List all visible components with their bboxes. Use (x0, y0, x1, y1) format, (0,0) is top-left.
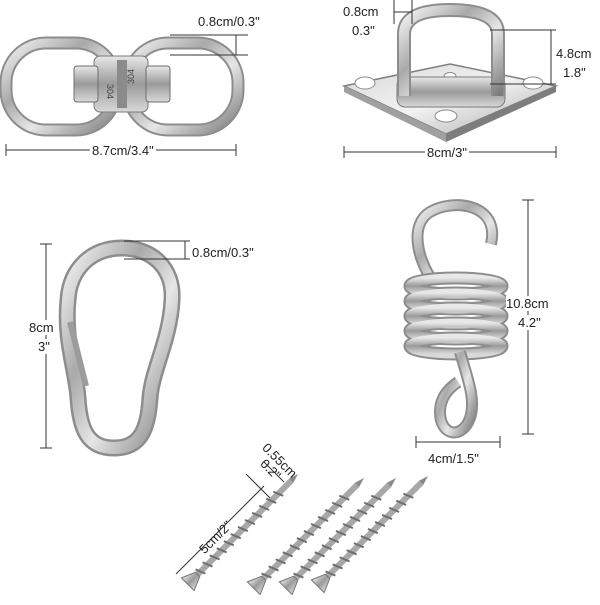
carabiner-thickness-label: 0.8cm/0.3" (192, 245, 254, 260)
screws (180, 473, 429, 596)
pad-eye-height-in-label: 1.8" (563, 65, 586, 80)
spring-hook (403, 199, 509, 439)
swivel-thickness-label: 0.8cm/0.3" (198, 14, 260, 29)
carabiner-length-in-label: 3" (38, 339, 50, 354)
pad-eye-dimension-lines (343, 0, 557, 158)
pad-eye-width-label: 8cm/3" (425, 145, 470, 160)
pad-eye-thickness-in-label: 0.3" (352, 23, 375, 38)
swivel-hook: 304 304 (0, 36, 245, 137)
swivel-length-label: 8.7cm/3.4" (90, 143, 156, 158)
spring-width-label: 4cm/1.5" (428, 451, 479, 466)
swivel-marking-2: 304 (126, 69, 136, 84)
swivel-marking: 304 (105, 84, 115, 99)
pad-eye-plate (341, 2, 559, 142)
carabiner-length-cm-label: 8cm (29, 320, 54, 335)
pad-eye-thickness-cm-label: 0.8cm (343, 4, 379, 19)
screw-dimension-lines (175, 461, 285, 575)
carabiner (58, 239, 181, 457)
spring-height-in-label: 4.2" (518, 315, 541, 330)
spring-height-cm-label: 10.8cm (506, 296, 549, 311)
pad-eye-height-cm-label: 4.8cm (556, 46, 592, 61)
